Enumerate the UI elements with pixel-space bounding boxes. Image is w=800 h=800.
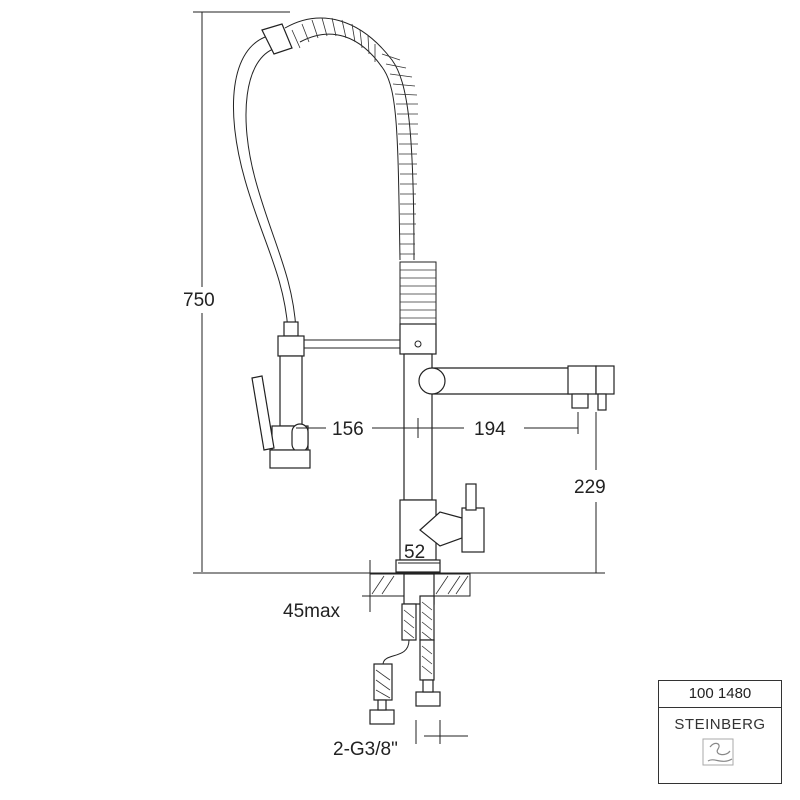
spray-head [251,335,311,469]
base-diameter-label: 52 [404,542,425,563]
supply-hoses [369,573,441,725]
height-label: 750 [183,290,215,311]
deck-thickness-label: 45max [283,601,341,622]
deck-surface [193,572,605,597]
reach-dimension: 156 194 [296,412,579,440]
article-number: 100 1480 [659,681,781,708]
faucet-body [304,323,441,573]
deck-thickness-dimension: 45max [283,560,378,622]
brand-name: STEINBERG [674,716,766,733]
base-diameter-dimension: 52 [398,542,440,564]
spout-height-label: 229 [574,477,606,498]
steinberg-logo-icon [702,738,734,766]
right-reach-label: 194 [474,419,506,440]
connection-dimension: 2-G3/8" [333,720,468,760]
height-dimension: 750 [183,11,290,572]
spout-height-dimension: 229 [574,412,606,573]
spout [418,365,615,411]
connection-label: 2-G3/8" [333,739,398,760]
hose [233,23,299,337]
lever-handle [419,483,485,553]
left-reach-label: 156 [332,419,364,440]
spring-coil [284,17,437,325]
title-block: 100 1480 STEINBERG [658,680,782,784]
